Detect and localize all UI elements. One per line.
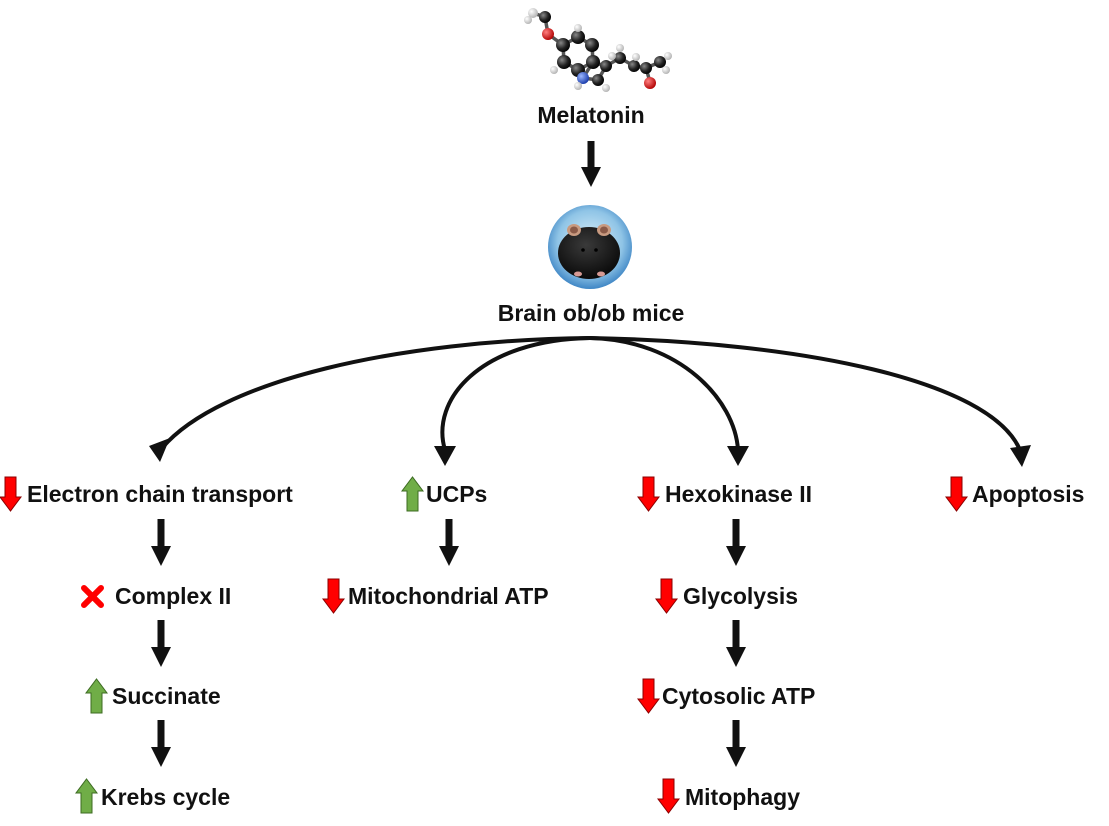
melatonin-molecule-icon [524,8,672,92]
green-up-arrow-icon [401,476,424,512]
branch-arrows [160,336,1022,451]
green-up-arrow-icon [85,678,108,714]
branch-curve-ucps [440,336,591,451]
ucps-label: UCPs [426,481,488,507]
arrow-succinate-to-krebs [151,720,171,767]
branch-curve-electron [160,336,591,450]
arrow-melatonin-to-mice [581,141,601,187]
branch-arrowheads [149,438,1031,467]
electron-chain-transport-label: Electron chain transport [27,481,293,507]
arrow-cytosolic-to-mitophagy [726,720,746,767]
brain-ob-ob-mice-label: Brain ob/ob mice [497,300,685,326]
arrow-electron-to-complex [151,519,171,566]
red-down-arrow-icon [637,678,660,714]
hexokinase-ii-label: Hexokinase II [665,481,813,507]
apoptosis-label: Apoptosis [972,481,1085,507]
glycolysis-label: Glycolysis [683,583,799,609]
ob-ob-mouse-photo-icon [548,205,632,289]
step-arrows [151,519,746,767]
change-icons [0,476,968,814]
branch-curve-hexokinase [589,336,740,451]
cytosolic-atp-label: Cytosolic ATP [662,683,816,709]
arrow-complex-to-succinate [151,620,171,667]
arrow-glycolysis-to-cytosolic [726,620,746,667]
mitochondrial-atp-label: Mitochondrial ATP [348,583,549,609]
complex-ii-label: Complex II [115,583,232,609]
red-down-arrow-icon [655,578,678,614]
red-cross-icon [81,585,104,608]
green-up-arrow-icon [75,778,98,814]
branch-curve-apoptosis [589,336,1022,451]
red-down-arrow-icon [657,778,680,814]
red-down-arrow-icon [322,578,345,614]
arrow-ucps-to-atp [439,519,459,566]
red-down-arrow-icon [945,476,968,512]
mitophagy-label: Mitophagy [685,784,800,810]
red-down-arrow-icon [637,476,660,512]
succinate-label: Succinate [112,683,221,709]
melatonin-label: Melatonin [537,102,645,128]
red-down-arrow-icon [0,476,22,512]
krebs-cycle-label: Krebs cycle [101,784,231,810]
arrow-hexokinase-to-glycolysis [726,519,746,566]
